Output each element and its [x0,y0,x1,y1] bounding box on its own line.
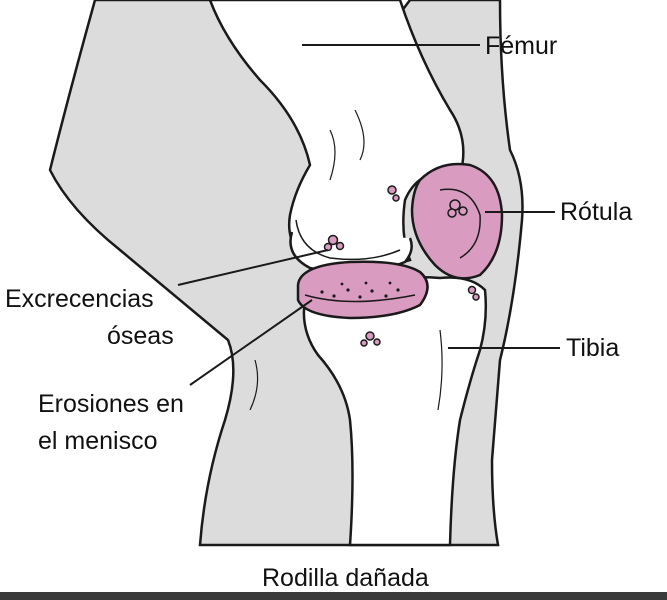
label-tibia: Tibia [566,334,620,362]
label-femur: Fémur [485,32,558,60]
bottom-strip [0,592,667,600]
leader-lines [177,44,560,386]
meniscus-erosions [320,281,400,299]
label-rotula: Rótula [560,198,633,226]
label-erosiones-line2: el menisco [38,427,158,455]
meniscus [296,260,429,320]
patella [410,162,504,280]
caption: Rodilla dañada [262,564,429,592]
label-excrecencias-line2: óseas [107,322,174,350]
bone-spurs [323,185,480,347]
label-excrecencias-line1: Excrecencias [5,285,154,313]
label-erosiones-line1: Erosiones en [38,390,184,418]
